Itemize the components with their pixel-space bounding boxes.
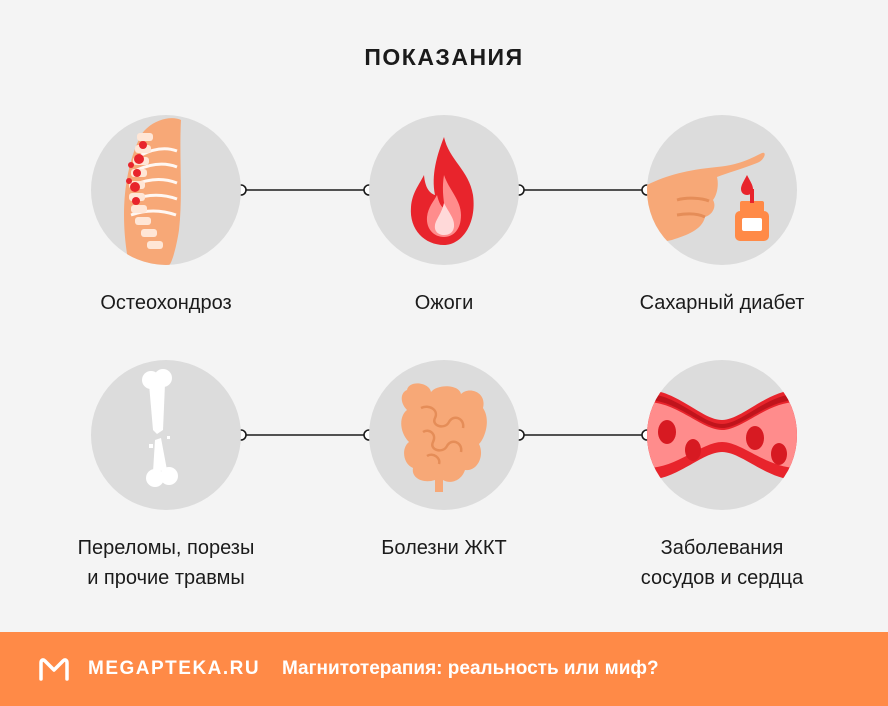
label-fractures: Переломы, порезы и прочие травмы	[26, 533, 306, 593]
fire-icon	[410, 137, 474, 245]
label-line: Остеохондроз	[100, 292, 232, 314]
label-osteochondrosis: Остеохондроз	[26, 288, 306, 318]
label-line: Сахарный диабет	[639, 292, 805, 314]
fractures-circle	[91, 360, 241, 510]
burns-circle	[369, 115, 519, 265]
intestines-icon	[401, 383, 487, 492]
label-line: Заболевания	[660, 537, 784, 559]
blood-vessel-icon	[647, 390, 797, 480]
label-line: Болезни ЖКТ	[381, 537, 507, 559]
osteochondrosis-circle	[91, 115, 241, 265]
label-vascular-diseases: Заболевания сосудов и сердца	[582, 533, 862, 593]
footer-banner: MEGAPTEKA.RU Магнитотерапия: реальность …	[0, 632, 888, 706]
label-line: Переломы, порезы	[77, 537, 255, 559]
vascular-diseases-circle	[647, 360, 797, 510]
label-line: Ожоги	[414, 292, 474, 314]
label-line: и прочие травмы	[87, 567, 245, 589]
brand-name[interactable]: MEGAPTEKA.RU	[88, 658, 261, 679]
label-line: сосудов и сердца	[640, 567, 804, 589]
diabetes-circle	[647, 115, 797, 265]
label-gi-diseases: Болезни ЖКТ	[304, 533, 584, 563]
megapteka-logo-icon	[39, 658, 69, 681]
spine-icon	[124, 118, 181, 265]
article-title: Магнитотерапия: реальность или миф?	[282, 658, 659, 679]
gi-diseases-circle	[369, 360, 519, 510]
label-diabetes: Сахарный диабет	[582, 288, 862, 318]
blood-glucose-test-icon	[647, 152, 769, 245]
broken-bone-icon	[142, 369, 178, 487]
label-burns: Ожоги	[304, 288, 584, 318]
page-title: ПОКАЗАНИЯ	[364, 44, 524, 70]
